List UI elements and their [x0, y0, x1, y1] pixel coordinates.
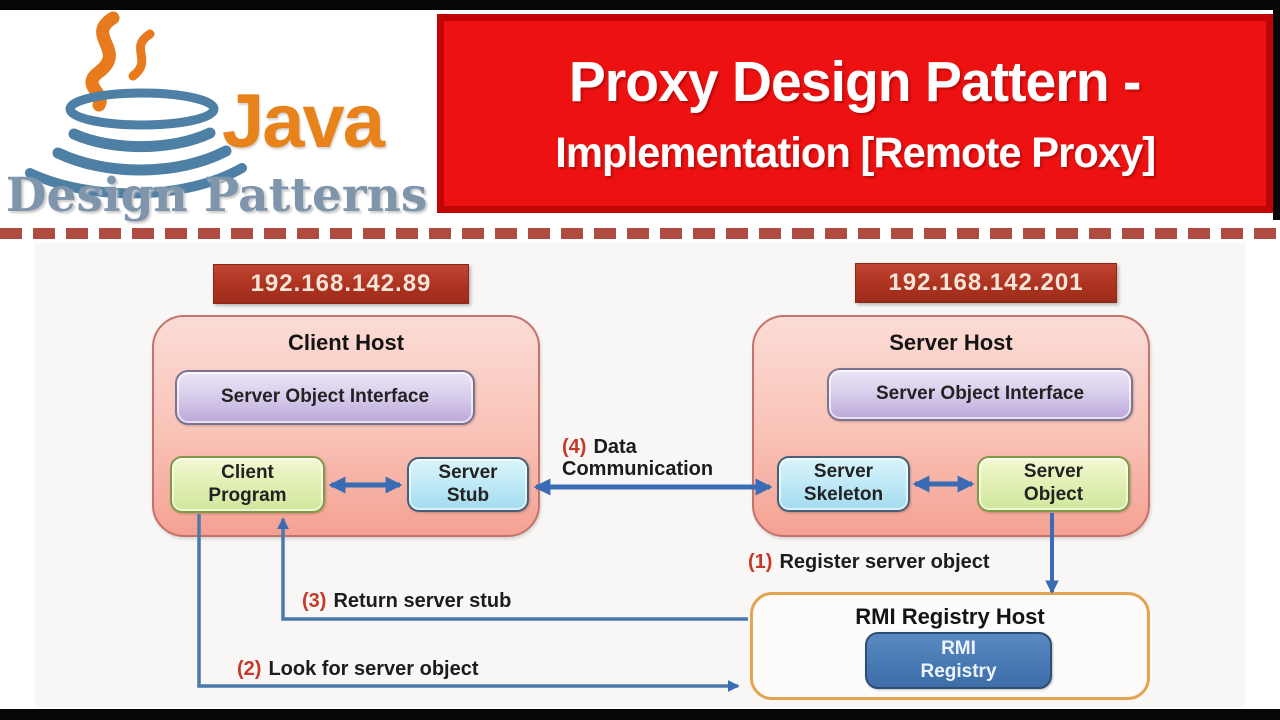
step-text: Register server object [779, 551, 990, 573]
step-label-look-for-server-object: (2) Look for server object [237, 658, 479, 681]
server-stub-node: Server Stub [407, 457, 529, 512]
java-logo-icon [25, 11, 247, 199]
client-program-node: Client Program [170, 456, 325, 513]
top-letterbox-bar [0, 0, 1280, 10]
client-server-object-interface-node: Server Object Interface [175, 370, 475, 425]
java-design-patterns-logo: Java Design Patterns [0, 10, 433, 228]
rmi-registry-host-title: RMI Registry Host [855, 604, 1045, 629]
rmi-registry-host-box: RMI Registry Host [750, 592, 1150, 700]
step-number: (2) [237, 658, 262, 680]
step-number: (3) [302, 590, 327, 612]
server-ip-badge: 192.168.142.201 [855, 263, 1117, 303]
step-label-register-server-object: (1) Register server object [748, 551, 990, 574]
server-host-title: Server Host [889, 330, 1013, 355]
client-host-title: Client Host [287, 330, 405, 355]
rmi-registry-node: RMI Registry [865, 632, 1052, 689]
step-number: (1) [748, 551, 773, 573]
bottom-letterbox-bar [0, 709, 1280, 720]
logo-brand-text: Java [222, 79, 385, 164]
step-label-return-server-stub: (3) Return server stub [302, 590, 511, 613]
step-text: Look for server object [268, 658, 479, 680]
banner-title: Proxy Design Pattern - [569, 50, 1142, 114]
logo-subtitle-text: Design Patterns [5, 168, 428, 223]
server-skeleton-node: Server Skeleton [777, 456, 910, 512]
right-letterbox-bar [1273, 10, 1280, 220]
title-banner: Proxy Design Pattern - Implementation [R… [437, 14, 1273, 213]
step-label-data-communication: (4)Data Communication [562, 436, 762, 481]
dashed-divider [0, 228, 1280, 239]
banner-subtitle: Implementation [Remote Proxy] [555, 129, 1156, 177]
step-text: Data Communication [562, 436, 714, 481]
step-number: (4) [562, 436, 587, 458]
server-object-node: Server Object [977, 456, 1130, 512]
coffee-cup-icon [25, 88, 247, 199]
server-server-object-interface-node: Server Object Interface [827, 368, 1133, 421]
step-text: Return server stub [333, 590, 512, 612]
client-ip-badge: 192.168.142.89 [213, 264, 469, 304]
